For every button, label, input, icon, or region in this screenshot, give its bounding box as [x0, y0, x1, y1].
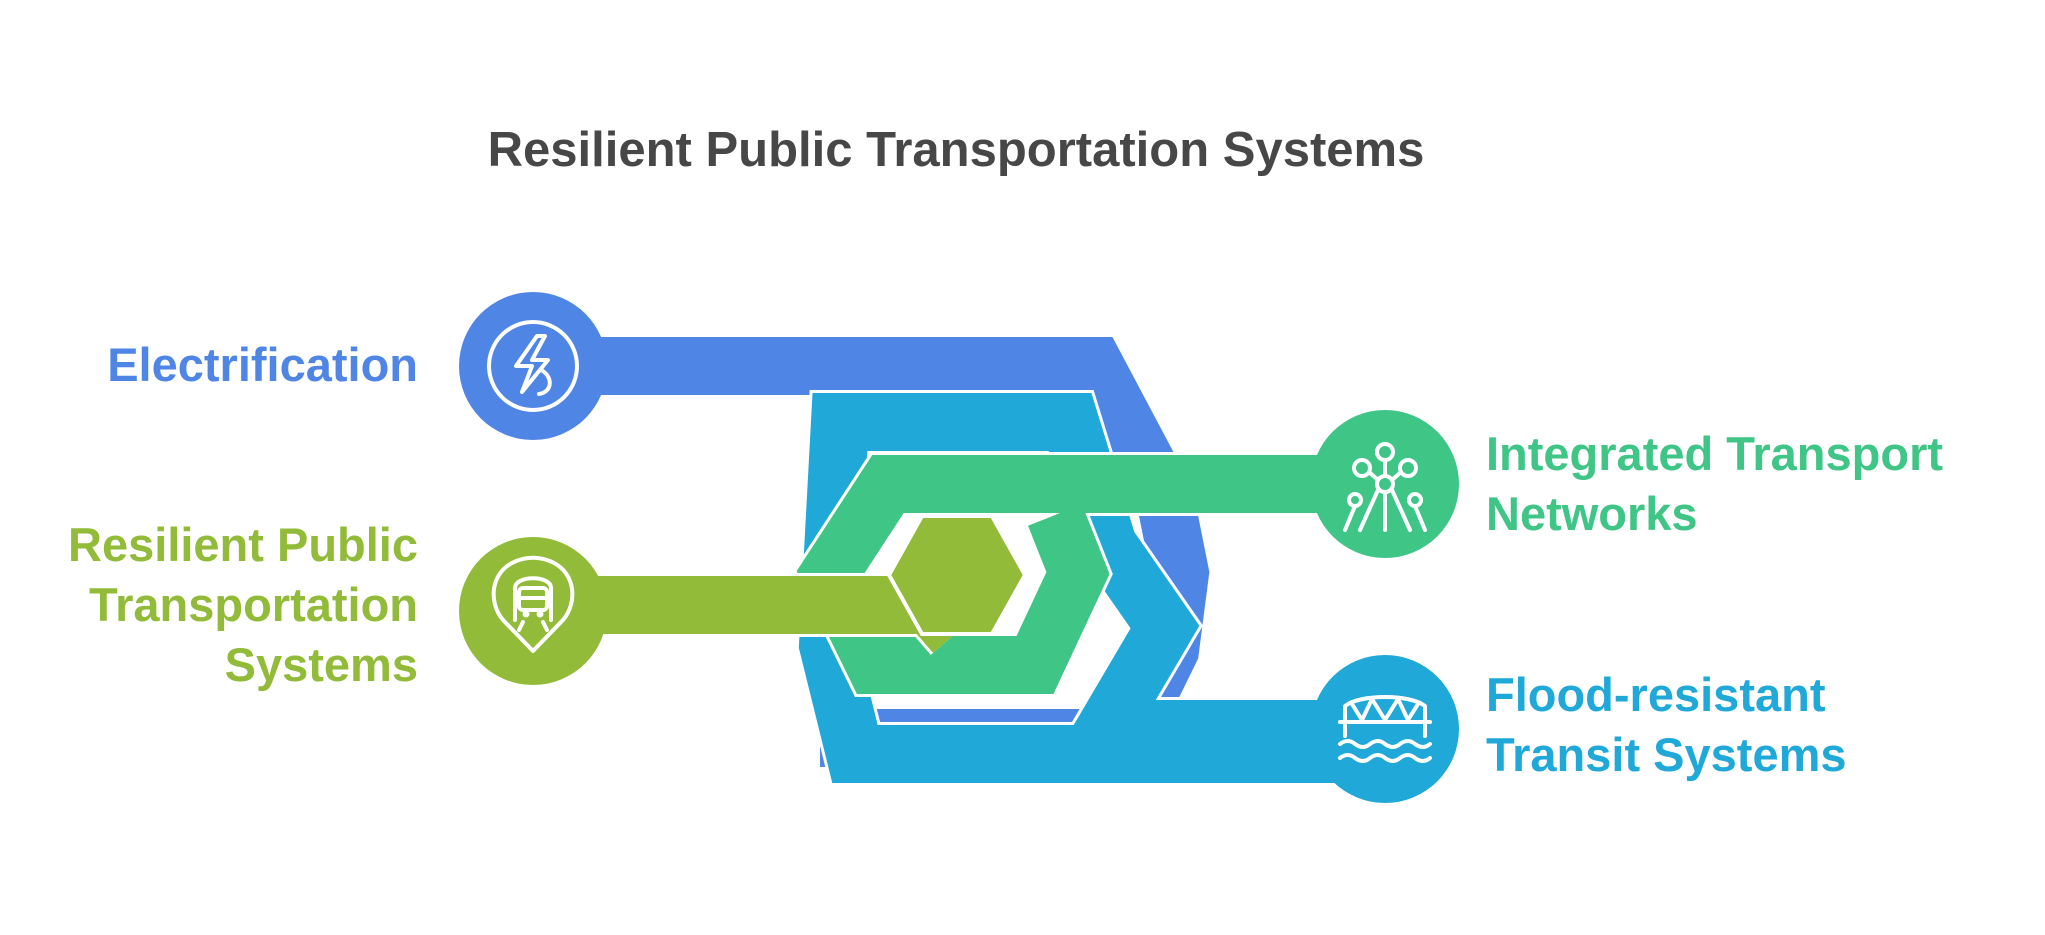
lightning-power-icon [514, 334, 552, 396]
flood-resistant-label: Flood-resistant Transit Systems [1486, 668, 1847, 781]
electrification-label: Electrification [107, 338, 418, 391]
resilient-public-hexagon [886, 514, 1028, 636]
integrated-transport-label: Integrated Transport Networks [1486, 427, 1944, 540]
diagram-title: Resilient Public Transportation Systems [487, 123, 1425, 177]
network-structure-icon [1343, 442, 1427, 532]
bridge-over-water-icon [1338, 695, 1432, 763]
flood-resistant-node [1311, 655, 1459, 803]
train-tunnel-pin-icon [491, 555, 575, 653]
resilient-public-transportation-label: Resilient Public Transportation Systems [68, 518, 418, 691]
integrated-transport-node [1311, 410, 1459, 558]
